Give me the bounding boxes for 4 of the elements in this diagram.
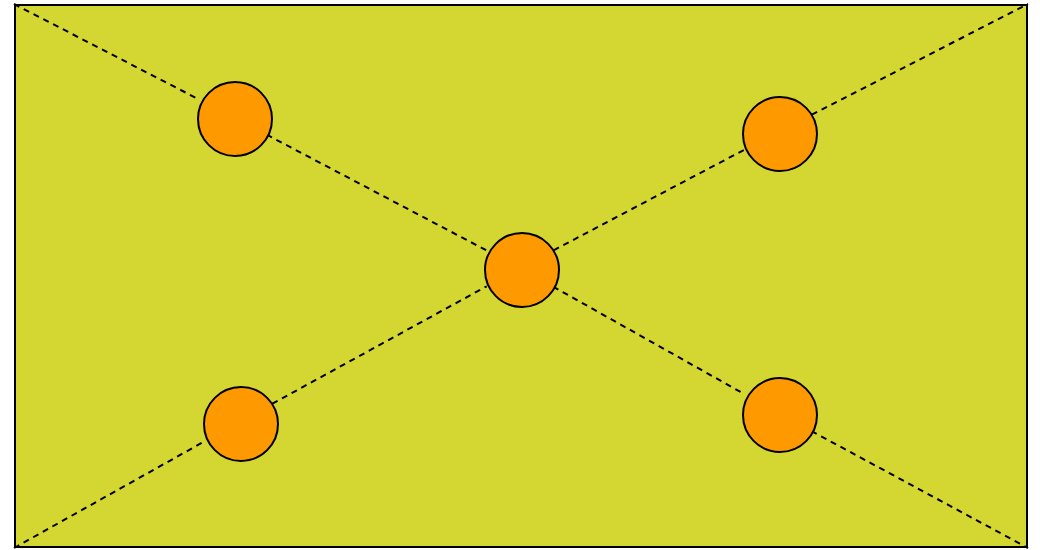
dashed-line bbox=[552, 148, 746, 252]
dashed-line bbox=[271, 285, 488, 405]
background-panel bbox=[14, 4, 1028, 548]
dashed-line bbox=[810, 3, 1029, 116]
